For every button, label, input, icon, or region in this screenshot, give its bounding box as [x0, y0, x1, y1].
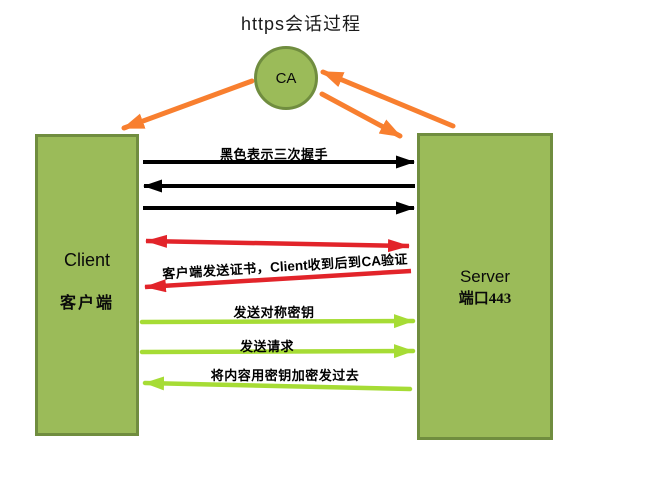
diagram-title: https会话过程	[240, 14, 362, 34]
server-title: Server	[459, 267, 511, 286]
cert-label-client: Client	[269, 257, 309, 275]
arrow-send-request	[139, 344, 416, 359]
server-subtitle: 端口443	[458, 291, 512, 307]
cert-label-part3: 收到后到	[307, 254, 362, 273]
server-box: Server 端口443	[417, 133, 553, 440]
client-subtitle: 客户端	[59, 295, 114, 312]
ca-label: CA	[275, 69, 297, 87]
arrow-ca-to-server	[319, 91, 403, 139]
arrow-cert-exchange	[145, 234, 410, 253]
client-box: Client 客户端	[35, 134, 139, 436]
send-request-label: 发送请求	[239, 339, 294, 354]
handshake-label: 黑色表示三次握手	[219, 147, 328, 162]
ca-node: CA	[254, 46, 318, 110]
client-title: Client	[63, 250, 111, 270]
arrow-send-symmetric-key	[139, 314, 416, 329]
symmetric-key-label: 发送对称密钥	[233, 305, 315, 320]
arrow-ca-to-client	[121, 78, 255, 131]
arrow-server-to-ca	[320, 69, 456, 129]
arrow-ca-verify-return	[144, 268, 412, 293]
encrypted-content-label: 将内容用密钥加密发过去	[210, 368, 360, 383]
arrow-send-encrypted-content	[142, 376, 413, 392]
cert-label-part5: 验证	[380, 251, 409, 269]
cert-label-ca: CA	[361, 253, 382, 270]
